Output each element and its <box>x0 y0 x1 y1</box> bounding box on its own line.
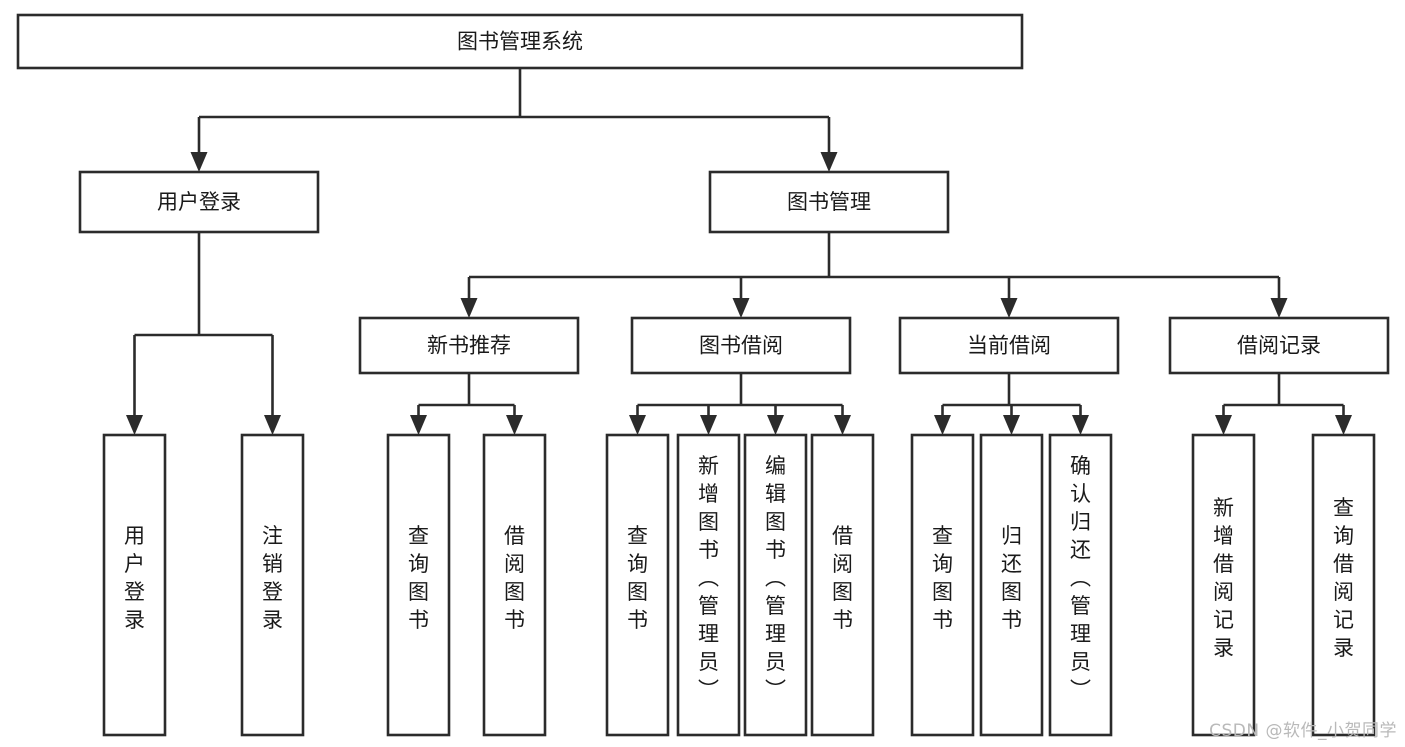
arrow-to-borrow-record <box>1270 298 1288 318</box>
arrow-to-book-borrow <box>732 298 750 318</box>
node-leaf-return-book-rect <box>979 433 1044 737</box>
arrow-to-leaf-confirm-return-admin <box>1072 415 1089 435</box>
node-leaf-add-book-admin-rect <box>676 433 741 737</box>
arrow-to-user-login <box>190 152 208 172</box>
node-new-book-recommend[interactable]: 新书推荐 <box>358 316 580 375</box>
node-leaf-query-book-1-rect <box>386 433 451 737</box>
node-leaf-borrow-book-2-rect <box>810 433 875 737</box>
csdn-watermark: CSDN @软件_小贺同学 <box>1209 721 1397 741</box>
node-leaf-user-login-rect <box>102 433 167 737</box>
node-leaf-query-book-2-rect <box>605 433 670 737</box>
arrow-to-leaf-query-book-3 <box>934 415 951 435</box>
node-current-borrow-label: 当前借阅 <box>967 334 1051 358</box>
node-leaf-logout-login-label: 注销登录 <box>262 524 283 632</box>
node-leaf-query-book-3-rect <box>910 433 975 737</box>
node-root-system-label: 图书管理系统 <box>457 30 583 54</box>
node-leaf-query-book-2-label: 查询图书 <box>627 524 648 632</box>
node-leaf-add-borrow-record-rect <box>1191 433 1256 737</box>
node-leaf-user-login[interactable]: 用户登录 <box>102 433 167 737</box>
node-book-borrow-label: 图书借阅 <box>699 334 783 358</box>
arrow-to-leaf-query-borrow-record <box>1335 415 1352 435</box>
node-current-borrow[interactable]: 当前借阅 <box>898 316 1120 375</box>
node-root-system[interactable]: 图书管理系统 <box>16 13 1024 70</box>
arrow-to-current-borrow <box>1000 298 1018 318</box>
node-borrow-record-label: 借阅记录 <box>1237 334 1321 358</box>
node-layer: 图书管理系统用户登录图书管理新书推荐图书借阅当前借阅借阅记录用户登录注销登录查询… <box>16 13 1390 737</box>
node-leaf-query-borrow-record-label: 查询借阅记录 <box>1333 496 1354 660</box>
node-leaf-edit-book-admin-rect <box>743 433 808 737</box>
node-leaf-logout-login-rect <box>240 433 305 737</box>
node-leaf-add-borrow-record[interactable]: 新增借阅记录 <box>1191 433 1256 737</box>
node-leaf-logout-login[interactable]: 注销登录 <box>240 433 305 737</box>
node-user-login-label: 用户登录 <box>157 190 241 214</box>
arrow-to-leaf-query-book-1 <box>410 415 427 435</box>
arrow-to-new-book-recommend <box>460 298 478 318</box>
node-leaf-edit-book-admin-label: 编辑图书︵管理员︶ <box>765 454 786 702</box>
node-leaf-borrow-book-2[interactable]: 借阅图书 <box>810 433 875 737</box>
node-borrow-record-rect <box>1168 316 1390 375</box>
arrow-to-book-management <box>820 152 838 172</box>
node-leaf-return-book-label: 归还图书 <box>1001 524 1022 632</box>
arrow-to-leaf-return-book <box>1003 415 1020 435</box>
node-new-book-recommend-rect <box>358 316 580 375</box>
node-root-system-rect <box>16 13 1024 70</box>
node-leaf-add-book-admin-label: 新增图书︵管理员︶ <box>698 454 719 702</box>
node-leaf-query-borrow-record[interactable]: 查询借阅记录 <box>1311 433 1376 737</box>
node-current-borrow-rect <box>898 316 1120 375</box>
node-leaf-return-book[interactable]: 归还图书 <box>979 433 1044 737</box>
node-leaf-borrow-book-1-rect <box>482 433 547 737</box>
node-leaf-add-borrow-record-label: 新增借阅记录 <box>1213 496 1234 660</box>
node-leaf-confirm-return-admin[interactable]: 确认归还︵管理员︶ <box>1048 433 1113 737</box>
node-leaf-confirm-return-admin-label: 确认归还︵管理员︶ <box>1070 454 1091 702</box>
node-leaf-user-login-label: 用户登录 <box>124 524 145 632</box>
arrow-to-leaf-add-book-admin <box>700 415 717 435</box>
node-leaf-borrow-book-2-label: 借阅图书 <box>832 524 853 632</box>
node-leaf-query-book-2[interactable]: 查询图书 <box>605 433 670 737</box>
node-borrow-record[interactable]: 借阅记录 <box>1168 316 1390 375</box>
node-user-login-rect <box>78 170 320 234</box>
connector-layer <box>126 68 1352 435</box>
node-leaf-confirm-return-admin-rect <box>1048 433 1113 737</box>
node-leaf-query-book-1[interactable]: 查询图书 <box>386 433 451 737</box>
node-book-borrow-rect <box>630 316 852 375</box>
arrow-to-leaf-logout-login <box>264 415 281 435</box>
node-leaf-borrow-book-1[interactable]: 借阅图书 <box>482 433 547 737</box>
arrow-to-leaf-borrow-book-2 <box>834 415 851 435</box>
node-book-management[interactable]: 图书管理 <box>708 170 950 234</box>
node-book-management-rect <box>708 170 950 234</box>
node-book-borrow[interactable]: 图书借阅 <box>630 316 852 375</box>
node-leaf-query-book-1-label: 查询图书 <box>408 524 429 632</box>
arrow-to-leaf-query-book-2 <box>629 415 646 435</box>
arrow-to-leaf-add-borrow-record <box>1215 415 1232 435</box>
node-new-book-recommend-label: 新书推荐 <box>427 334 511 358</box>
node-leaf-add-book-admin[interactable]: 新增图书︵管理员︶ <box>676 433 741 737</box>
node-leaf-query-borrow-record-rect <box>1311 433 1376 737</box>
node-book-management-label: 图书管理 <box>787 190 871 214</box>
arrow-to-leaf-borrow-book-1 <box>506 415 523 435</box>
node-leaf-query-book-3[interactable]: 查询图书 <box>910 433 975 737</box>
node-leaf-query-book-3-label: 查询图书 <box>932 524 953 632</box>
node-user-login[interactable]: 用户登录 <box>78 170 320 234</box>
arrow-to-leaf-edit-book-admin <box>767 415 784 435</box>
node-leaf-edit-book-admin[interactable]: 编辑图书︵管理员︶ <box>743 433 808 737</box>
arrow-to-leaf-user-login <box>126 415 143 435</box>
node-leaf-borrow-book-1-label: 借阅图书 <box>504 524 525 632</box>
